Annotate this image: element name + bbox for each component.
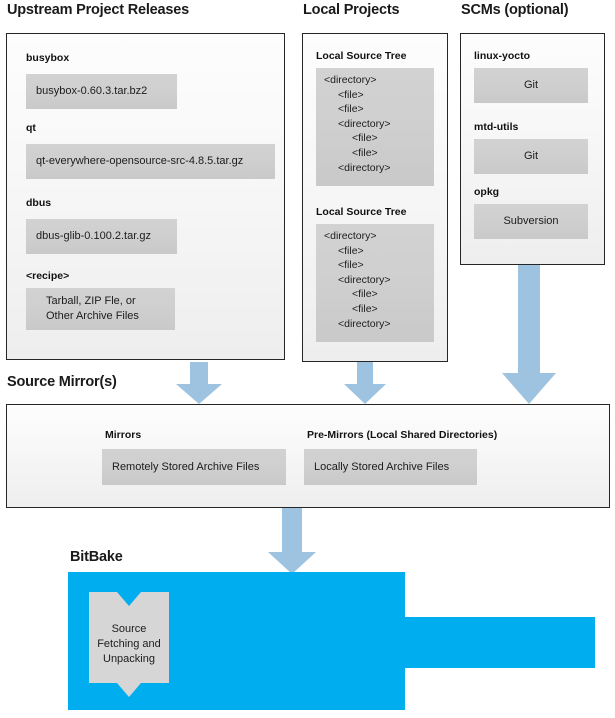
tree-node: <directory>: [338, 161, 391, 174]
scms-chip-mtd-utils: Git: [474, 139, 588, 174]
tree-node: <file>: [338, 103, 364, 116]
upstream-chip-recipe-line1: Tarball, ZIP Fle, or: [46, 295, 136, 307]
tree-node: <file>: [338, 259, 364, 272]
tree-node: <directory>: [338, 117, 391, 130]
bitbake-heading: BitBake: [70, 549, 123, 565]
upstream-label-dbus: dbus: [26, 197, 52, 209]
upstream-chip-recipe-line2: Other Archive Files: [46, 309, 139, 322]
tree-node: <file>: [352, 146, 378, 159]
tree-node: <directory>: [338, 317, 391, 330]
scms-heading: SCMs (optional): [461, 2, 569, 18]
upstream-heading: Upstream Project Releases: [7, 2, 189, 18]
local-projects-heading: Local Projects: [303, 2, 400, 18]
source-fetching-unpacking-box: Source Fetching and Unpacking: [89, 592, 169, 697]
tree-node: <directory>: [338, 273, 391, 286]
scms-label-mtd-utils: mtd-utils: [474, 121, 519, 133]
bitbake-arm: [404, 617, 595, 668]
tree-node: <file>: [352, 132, 378, 145]
tree-node: <directory>: [324, 74, 377, 86]
local-tree-label-2: Local Source Tree: [316, 206, 407, 218]
upstream-chip-busybox: busybox-0.60.3.tar.bz2: [26, 74, 177, 109]
tree-node: <directory>: [324, 230, 377, 242]
upstream-chip-recipe: Tarball, ZIP Fle, or Other Archive Files: [26, 288, 175, 330]
local-source-tree-1: <directory> <file> <file> <directory> <f…: [316, 68, 434, 186]
pre-mirrors-chip: Locally Stored Archive Files: [304, 449, 477, 485]
tree-node: <file>: [352, 288, 378, 301]
arrow-local-projects-to-mirrors: [344, 362, 386, 404]
tree-node: <file>: [338, 244, 364, 257]
upstream-label-recipe: <recipe>: [26, 270, 70, 282]
arrow-upstream-to-mirrors: [176, 362, 222, 404]
upstream-label-qt: qt: [26, 122, 36, 134]
upstream-chip-qt: qt-everywhere-opensource-src-4.8.5.tar.g…: [26, 144, 275, 179]
upstream-label-busybox: busybox: [26, 52, 70, 64]
tree-node: <file>: [338, 88, 364, 101]
arrow-mirrors-to-bitbake: [268, 508, 316, 574]
tree-node: <file>: [352, 302, 378, 315]
upstream-chip-dbus: dbus-glib-0.100.2.tar.gz: [26, 219, 177, 254]
scms-chip-opkg: Subversion: [474, 204, 588, 239]
local-tree-label-1: Local Source Tree: [316, 50, 407, 62]
local-source-tree-2: <directory> <file> <file> <directory> <f…: [316, 224, 434, 342]
pre-mirrors-label: Pre-Mirrors (Local Shared Directories): [307, 429, 498, 441]
mirrors-label: Mirrors: [105, 429, 142, 441]
scms-chip-linux-yocto: Git: [474, 68, 588, 103]
scms-label-opkg: opkg: [474, 186, 500, 198]
arrow-scms-to-mirrors: [502, 265, 556, 404]
scms-label-linux-yocto: linux-yocto: [474, 50, 531, 62]
source-mirrors-heading: Source Mirror(s): [7, 374, 117, 390]
mirrors-chip: Remotely Stored Archive Files: [102, 449, 286, 485]
